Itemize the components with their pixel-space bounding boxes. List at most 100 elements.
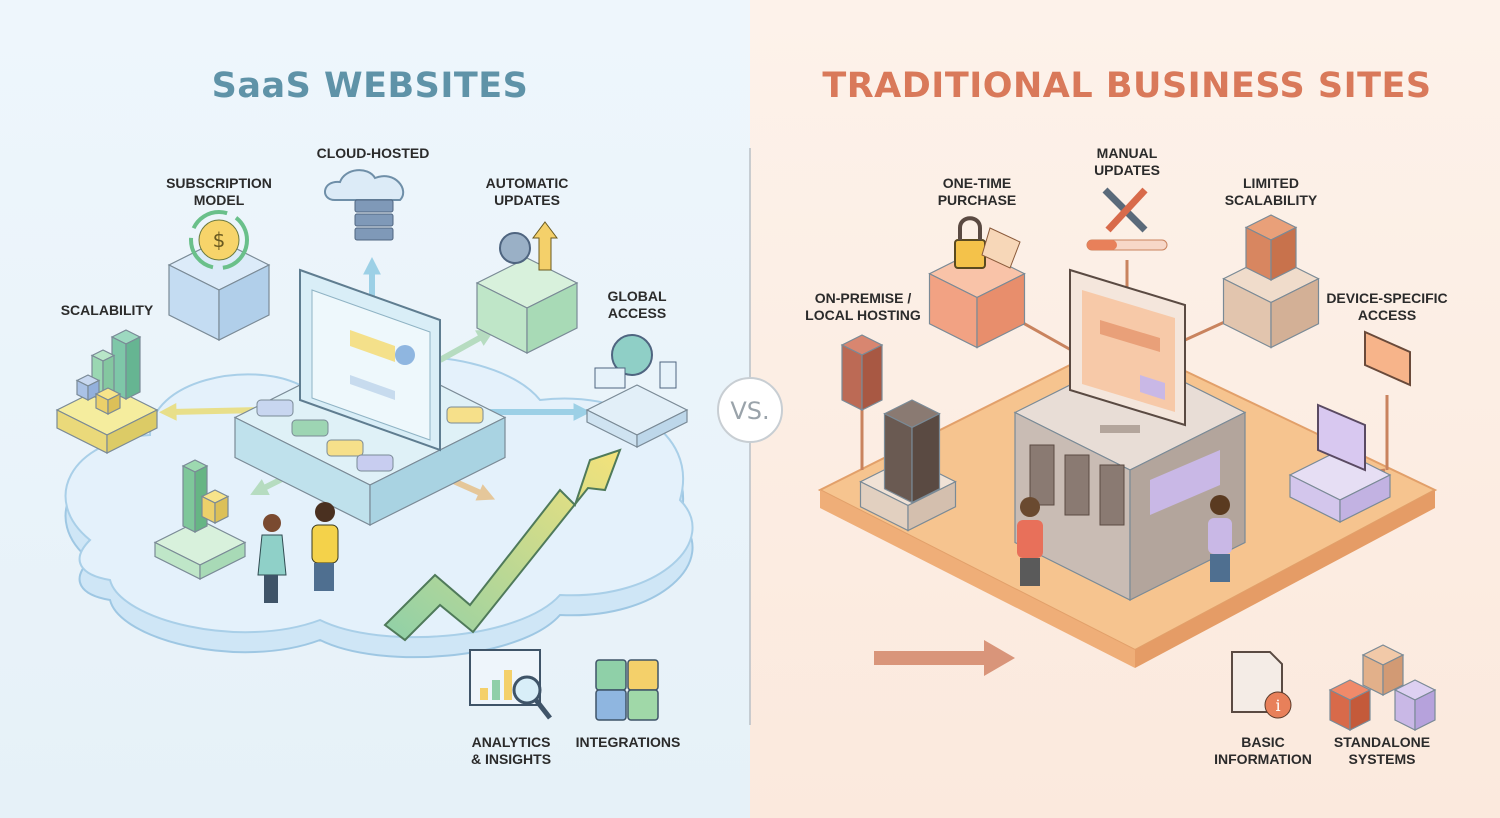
person-4-head	[1210, 495, 1230, 515]
laptop-base-right	[369, 416, 506, 526]
label-line: MODEL	[194, 192, 245, 208]
monitor-block	[1100, 320, 1160, 352]
label-line: INTEGRATIONS	[576, 734, 681, 750]
person-1-body	[257, 534, 287, 576]
brick-stack-icon-right	[1270, 226, 1297, 281]
label-line: PURCHASE	[938, 192, 1017, 208]
dollar-coin-icon	[198, 219, 240, 261]
person-1-head	[263, 514, 281, 532]
on-premise-tower	[840, 334, 884, 411]
label-line: ON-PREMISE /	[815, 290, 912, 306]
analytics-bar-2	[504, 670, 512, 700]
updates-cube	[475, 257, 579, 354]
info-glyph: i	[1275, 696, 1280, 715]
label-analytics-insights: ANALYTICS& INSIGHTS	[471, 734, 551, 767]
person-3-legs	[1020, 558, 1040, 586]
cloud-bar-base	[153, 519, 247, 580]
label-line: MANUAL	[1097, 145, 1158, 161]
label-line: DEVICE-SPECIFIC	[1326, 290, 1447, 306]
screwdriver-icon	[1105, 187, 1148, 233]
standalone-cube-purple-right	[1414, 689, 1436, 731]
bar-tall	[110, 329, 142, 400]
cloud-bar-tall	[181, 459, 209, 533]
server-vent-0	[1029, 444, 1055, 506]
globe-icon	[611, 334, 653, 376]
person-2-head	[315, 502, 335, 522]
server-rack-2	[354, 227, 394, 241]
screen-chart-card	[350, 330, 395, 362]
puzzle-piece-3	[627, 689, 659, 721]
label-cloud-hosted: CLOUD-HOSTED	[317, 145, 430, 161]
updates-cube-right	[526, 282, 578, 354]
cloud-cube-yellow-right	[214, 495, 229, 524]
person-2-body	[311, 524, 339, 564]
device-monitor-icon	[1364, 330, 1411, 387]
label-line: ONE-TIME	[943, 175, 1011, 191]
arrow-left	[169, 407, 261, 415]
label-line: & INSIGHTS	[471, 751, 551, 767]
label-line: ANALYTICS	[472, 734, 551, 750]
screen-pie-chart	[395, 345, 415, 365]
global-base-right	[636, 409, 688, 448]
arrow-global	[438, 332, 487, 363]
arrow-down-right-head	[475, 484, 496, 501]
renew-arrows-icon	[189, 210, 249, 270]
on-premise-tower-right	[861, 344, 883, 411]
global-base	[585, 384, 689, 448]
bar-tall-right	[125, 336, 141, 400]
arrow-left-head	[159, 402, 177, 421]
monitor-stand	[1100, 425, 1140, 433]
analytics-bar-0	[480, 688, 488, 700]
laptop-key-0	[256, 399, 294, 417]
label-line: UPDATES	[1094, 162, 1160, 178]
laptop-device-icon	[594, 367, 626, 389]
vs-label: VS.	[730, 397, 769, 425]
label-scalability: SCALABILITY	[61, 302, 154, 318]
magnifier-icon	[512, 675, 542, 705]
standalone-cube-top-right	[1382, 654, 1404, 696]
tower-base-right	[907, 480, 957, 532]
standalone-cube-red-right	[1349, 689, 1371, 731]
flow-arrow	[874, 651, 984, 665]
brick-stack-icon	[1244, 214, 1298, 281]
small-cube-yellow	[94, 387, 122, 415]
label-line: ACCESS	[1358, 307, 1416, 323]
label-line: SCALABILITY	[1225, 192, 1318, 208]
label-on-premise-hosting: ON-PREMISE /LOCAL HOSTING	[805, 290, 921, 323]
standalone-cube-purple	[1393, 679, 1437, 731]
label-line: ACCESS	[608, 305, 666, 321]
analytics-bar-1	[492, 680, 500, 700]
info-icon	[1264, 691, 1292, 719]
progress-bar-fill	[1087, 240, 1117, 250]
label-line: BASIC	[1241, 734, 1285, 750]
server-panel	[1150, 450, 1220, 515]
puzzle-piece-1	[627, 659, 659, 691]
laptop-key-1	[291, 419, 329, 437]
purchase-cube-right	[976, 272, 1026, 349]
arrow-up-head	[363, 257, 381, 275]
desktop-base-right	[1339, 474, 1391, 523]
label-line: AUTOMATIC	[486, 175, 569, 191]
person-4-body	[1208, 518, 1232, 554]
local-server-icon-right	[911, 412, 941, 504]
screen-row	[350, 375, 395, 400]
label-line: GLOBAL	[607, 288, 667, 304]
arrow-down-left-head	[250, 479, 270, 496]
label-line: INFORMATION	[1214, 751, 1312, 767]
arrow-right-head	[573, 403, 591, 421]
scalability-cube-right	[1270, 277, 1320, 349]
server-vent-2	[1099, 464, 1125, 526]
laptop-key-2	[326, 439, 364, 457]
traditional-title: TRADITIONAL BUSINESS SITES	[822, 66, 1431, 106]
laptop-screen-inner	[311, 289, 431, 441]
scalability-base-right	[106, 409, 158, 454]
person-3-body	[1017, 520, 1043, 558]
subscription-cube-right	[218, 264, 270, 341]
label-line: LIMITED	[1243, 175, 1299, 191]
label-line: SCALABILITY	[61, 302, 154, 318]
